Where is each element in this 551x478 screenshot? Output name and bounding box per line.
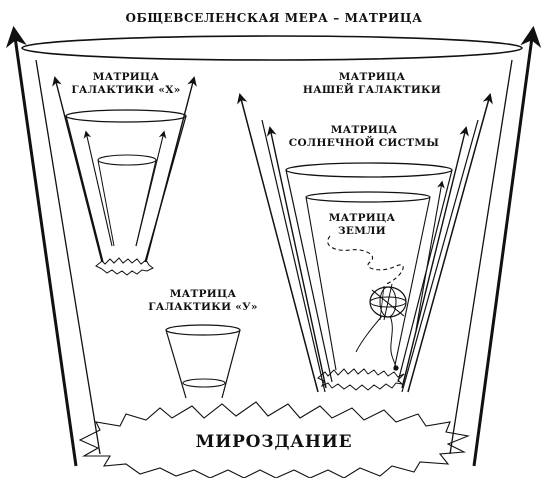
- galaxy-y-inner-ellipse: [182, 378, 226, 388]
- earth-globe-icon: [369, 283, 407, 321]
- solar-system-matrix: МАТРИЦА СОЛНЕЧНОЙ СИСТМЫ: [266, 124, 469, 389]
- our-galaxy-label-line1: МАТРИЦА: [339, 71, 406, 83]
- galaxy-y-label-line2: ГАЛАКТИКИ «У»: [148, 301, 258, 313]
- universal-matrix: [5, 25, 542, 467]
- solar-label-line1: МАТРИЦА: [331, 124, 398, 136]
- earth-label-line2: ЗЕМЛИ: [338, 225, 386, 237]
- galaxy-x-matrix: МАТРИЦА ГАЛАКТИКИ «Х»: [52, 71, 197, 276]
- galaxy-x-cup-left: [65, 115, 104, 263]
- universe-label: МИРОЗДАНИЕ: [196, 432, 353, 452]
- solar-label-line2: СОЛНЕЧНОЙ СИСТМЫ: [289, 134, 440, 149]
- universal-rim-ellipse: [21, 35, 523, 61]
- our-galaxy-left-arrow: [237, 92, 319, 393]
- galaxy-y-matrix: МАТРИЦА ГАЛАКТИКИ «У»: [148, 288, 258, 399]
- solar-left-arrow: [266, 126, 327, 389]
- earth-cup-left: [305, 196, 337, 371]
- solar-right-arrow: [401, 126, 469, 389]
- galaxy-x-inner-ellipse: [97, 154, 157, 166]
- universal-left-arrow: [5, 25, 78, 467]
- galaxy-y-cup-left: [165, 329, 187, 399]
- solar-inner-arrow-right: [415, 180, 445, 331]
- galaxy-x-cup-right: [144, 115, 187, 263]
- galaxy-x-rim-ellipse: [65, 109, 187, 123]
- our-galaxy-side-right: [401, 119, 479, 393]
- galaxy-x-inner-cup-right: [135, 159, 157, 247]
- earth-label-line1: МАТРИЦА: [329, 212, 396, 224]
- galaxy-x-left-arrow: [52, 76, 103, 263]
- our-galaxy-side-left: [261, 119, 326, 393]
- our-galaxy-right-arrow: [407, 92, 493, 393]
- our-galaxy-matrix: МАТРИЦА НАШЕЙ ГАЛАКТИКИ: [237, 71, 493, 393]
- universal-matrix-label: ОБЩЕВСЕЛЕНСКАЯ МЕРА – МАТРИЦА: [125, 11, 422, 25]
- earth-dashed-trajectory: [327, 235, 404, 285]
- earth-burst: [317, 368, 405, 391]
- galaxy-y-rim-ellipse: [165, 324, 241, 336]
- galaxy-x-label-line2: ГАЛАКТИКИ «Х»: [71, 84, 180, 96]
- solar-cup-left: [285, 169, 333, 383]
- earth-lower-curve: [389, 315, 397, 369]
- universe-burst: [78, 401, 470, 478]
- earth-dot: [393, 365, 399, 371]
- earth-cup-right: [393, 196, 431, 371]
- galaxy-x-burst: [95, 257, 154, 276]
- earth-tail-line: [355, 315, 383, 353]
- earth-matrix: МАТРИЦА ЗЕМЛИ: [305, 191, 431, 391]
- galaxy-y-cup-right: [221, 329, 241, 399]
- universal-inner-right-line: [449, 59, 513, 455]
- universal-right-arrow: [472, 25, 542, 467]
- universe-base: МИРОЗДАНИЕ: [78, 401, 470, 478]
- galaxy-y-label-line1: МАТРИЦА: [170, 288, 237, 300]
- galaxy-x-inner-left-arrow: [83, 130, 113, 247]
- our-galaxy-label-line2: НАШЕЙ ГАЛАКТИКИ: [303, 81, 441, 96]
- galaxy-x-inner-cup-left: [97, 159, 115, 247]
- universal-inner-left-line: [35, 59, 101, 455]
- solar-rim-ellipse: [285, 162, 453, 178]
- galaxy-x-label-line1: МАТРИЦА: [93, 71, 160, 83]
- earth-rim-ellipse: [305, 191, 431, 203]
